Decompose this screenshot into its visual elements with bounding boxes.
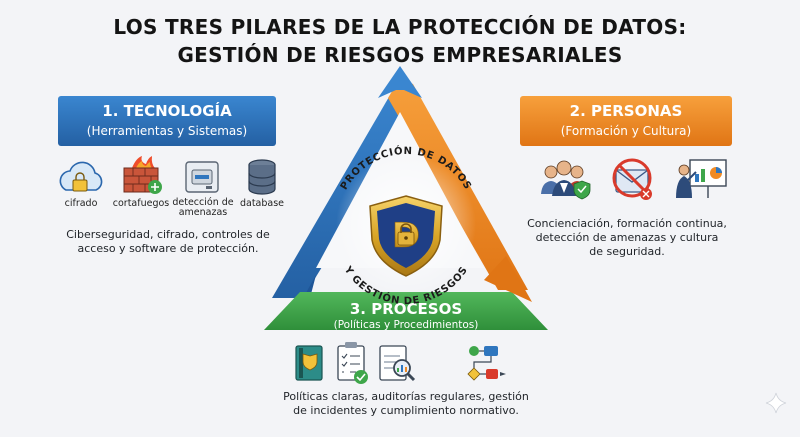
pillar-personas-title: 2. PERSONAS [570, 102, 683, 120]
no-phishing-icon [612, 158, 652, 200]
triangle-arm-left [272, 78, 418, 298]
shield-lock-icon: D [369, 195, 443, 277]
workflow-icon [467, 346, 506, 381]
page-subtitle: GESTIÓN DE RIESGOS EMPRESARIALES [177, 43, 623, 67]
arrow-head-top-icon [378, 66, 422, 98]
desc-line: acceso y software de protección. [77, 242, 259, 255]
icon-label-cifrado: cifrado [64, 198, 98, 209]
pillar-personas-description: Concienciación, formación continua, dete… [520, 217, 734, 259]
icon-label-database: database [239, 198, 285, 209]
pillar-procesos-description: Políticas claras, auditorías regulares, … [272, 390, 540, 418]
pillar-personas-header: 2. PERSONAS (Formación y Cultura) [520, 96, 732, 146]
pillar-tecnologia-description: Ciberseguridad, cifrado, controles de ac… [50, 228, 286, 256]
pillar-procesos-title: 3. PROCESOS [350, 300, 462, 318]
desc-line: de incidentes y cumplimiento normativo. [293, 404, 519, 417]
pillar-procesos-header: 3. PROCESOS (Políticas y Procedimientos) [334, 300, 479, 331]
pillar-tecnologia-subtitle: (Herramientas y Sistemas) [87, 124, 247, 138]
desc-line: detección de amenazas y cultura [535, 231, 719, 244]
presentation-icon [676, 159, 727, 198]
firewall-icon [123, 156, 162, 194]
pillar-tecnologia-header: 1. TECNOLOGÍA (Herramientas y Sistemas) [58, 96, 276, 146]
arrow-head-right-icon [484, 256, 532, 302]
cloud-lock-icon [59, 161, 103, 192]
team-icon [541, 160, 591, 200]
desc-line: Ciberseguridad, cifrado, controles de [66, 228, 270, 241]
icon-label-deteccion: detección de amenazas [172, 197, 234, 218]
desc-line: de seguridad. [589, 245, 665, 258]
database-icon [248, 159, 276, 195]
policy-book-icon [295, 345, 323, 381]
pillar-tecnologia-title: 1. TECNOLOGÍA [102, 101, 232, 120]
icon-label-cortafuegos: cortafuegos [112, 198, 170, 209]
checklist-icon [337, 342, 368, 384]
sparkle-icon [765, 392, 787, 414]
scanner-icon [185, 161, 219, 193]
desc-line: Concienciación, formación continua, [527, 217, 727, 230]
triangle-arm-bottom [264, 292, 548, 330]
pillar-personas-subtitle: (Formación y Cultura) [561, 124, 691, 138]
page-title: LOS TRES PILARES DE LA PROTECCIÓN DE DAT… [113, 15, 687, 39]
desc-line: Políticas claras, auditorías regulares, … [283, 390, 529, 403]
audit-magnifier-icon [379, 345, 416, 382]
pillar-procesos-subtitle: (Políticas y Procedimientos) [334, 319, 479, 331]
